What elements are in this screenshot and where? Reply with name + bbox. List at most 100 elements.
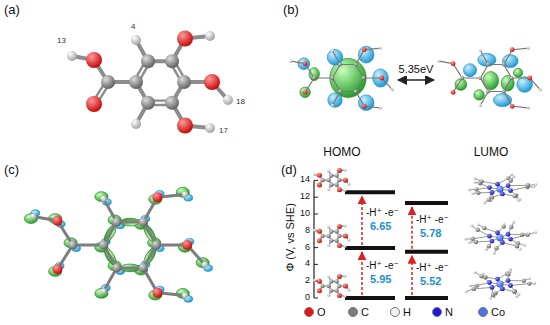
- atom: [379, 47, 382, 50]
- atom: [508, 237, 513, 242]
- atom: [165, 96, 179, 110]
- atom: [391, 88, 394, 91]
- atom: [494, 246, 498, 250]
- atom: [527, 47, 530, 50]
- bond: [508, 185, 528, 186]
- molecule-model: [67, 31, 233, 134]
- atom: [317, 183, 322, 188]
- atom: [527, 76, 532, 81]
- atom: [500, 192, 505, 197]
- atom: [515, 244, 519, 248]
- complex-molecule: [464, 221, 537, 255]
- atom: [343, 224, 346, 227]
- atom: [337, 168, 342, 173]
- potential-value: 5.52: [420, 275, 441, 288]
- atom: [478, 76, 482, 80]
- bond: [364, 106, 380, 108]
- atom: [337, 243, 342, 248]
- atom: [493, 251, 496, 254]
- bonds: [315, 226, 349, 246]
- atom: [347, 288, 350, 291]
- atom: [477, 223, 480, 226]
- axis-tick: [314, 264, 318, 265]
- atoms: [437, 47, 542, 110]
- atom: [303, 61, 308, 66]
- legend-text: Co: [491, 306, 505, 319]
- tick-label: 2: [290, 275, 310, 285]
- potential-value: 6.65: [370, 220, 391, 233]
- bonds: [315, 276, 349, 296]
- tick-label: 4: [290, 258, 310, 268]
- small-molecule: [313, 224, 351, 248]
- atom: [205, 123, 215, 133]
- atom: [343, 295, 346, 298]
- atom: [483, 275, 487, 279]
- bond: [482, 181, 498, 184]
- atom: [474, 187, 478, 191]
- axis-tick: [314, 180, 318, 181]
- atoms: [289, 47, 394, 110]
- atom: [67, 51, 77, 61]
- orbital-lobe: [24, 214, 37, 224]
- atom: [479, 104, 482, 107]
- atoms: [468, 173, 537, 204]
- atom: [512, 289, 516, 293]
- atom: [510, 76, 514, 80]
- atom: [329, 279, 333, 283]
- bond: [364, 48, 380, 50]
- atom: [343, 234, 348, 239]
- atom: [101, 75, 115, 89]
- atom: [337, 178, 341, 182]
- orbital-lobe: [358, 95, 374, 111]
- step-label: -H⁺ -e⁻: [366, 207, 399, 219]
- atom: [30, 213, 36, 219]
- atom: [343, 245, 346, 248]
- atom: [482, 272, 485, 275]
- bond: [480, 51, 488, 65]
- bond: [512, 77, 530, 78]
- atom: [437, 60, 440, 63]
- transition-arrow: [361, 196, 363, 245]
- bond: [340, 91, 356, 92]
- bond: [488, 91, 504, 92]
- atom: [317, 288, 322, 293]
- atom: [337, 284, 341, 288]
- atom: [289, 60, 292, 63]
- axis-tick: [314, 247, 318, 248]
- atom: [513, 194, 517, 198]
- bond: [453, 64, 462, 78]
- axis-tick: [314, 298, 318, 299]
- atom: [317, 229, 322, 234]
- tick-label: 12: [290, 191, 310, 201]
- bond: [512, 48, 528, 50]
- atom: [334, 229, 338, 233]
- atom: [527, 281, 531, 285]
- bond: [473, 236, 490, 239]
- atom: [527, 232, 530, 235]
- atom: [362, 104, 367, 109]
- atom: [534, 231, 537, 234]
- atom: [460, 76, 464, 80]
- atom: [475, 228, 479, 232]
- small-molecule: [313, 274, 351, 298]
- atom: [303, 90, 308, 95]
- atom: [491, 293, 495, 297]
- atom: [337, 234, 341, 238]
- atom: [334, 288, 338, 292]
- atom: [513, 289, 517, 293]
- atom: [313, 173, 316, 176]
- atom: [474, 240, 478, 244]
- atom: [379, 76, 384, 81]
- bonds: [33, 194, 205, 295]
- atom: [327, 169, 330, 172]
- atom: [327, 178, 331, 182]
- tick-label: 8: [290, 225, 310, 235]
- energy-level: [345, 190, 395, 194]
- atom: [86, 96, 102, 112]
- bond: [511, 235, 528, 239]
- atom: [337, 274, 342, 279]
- atom: [334, 279, 338, 283]
- atom: [534, 183, 537, 186]
- bond: [356, 50, 364, 65]
